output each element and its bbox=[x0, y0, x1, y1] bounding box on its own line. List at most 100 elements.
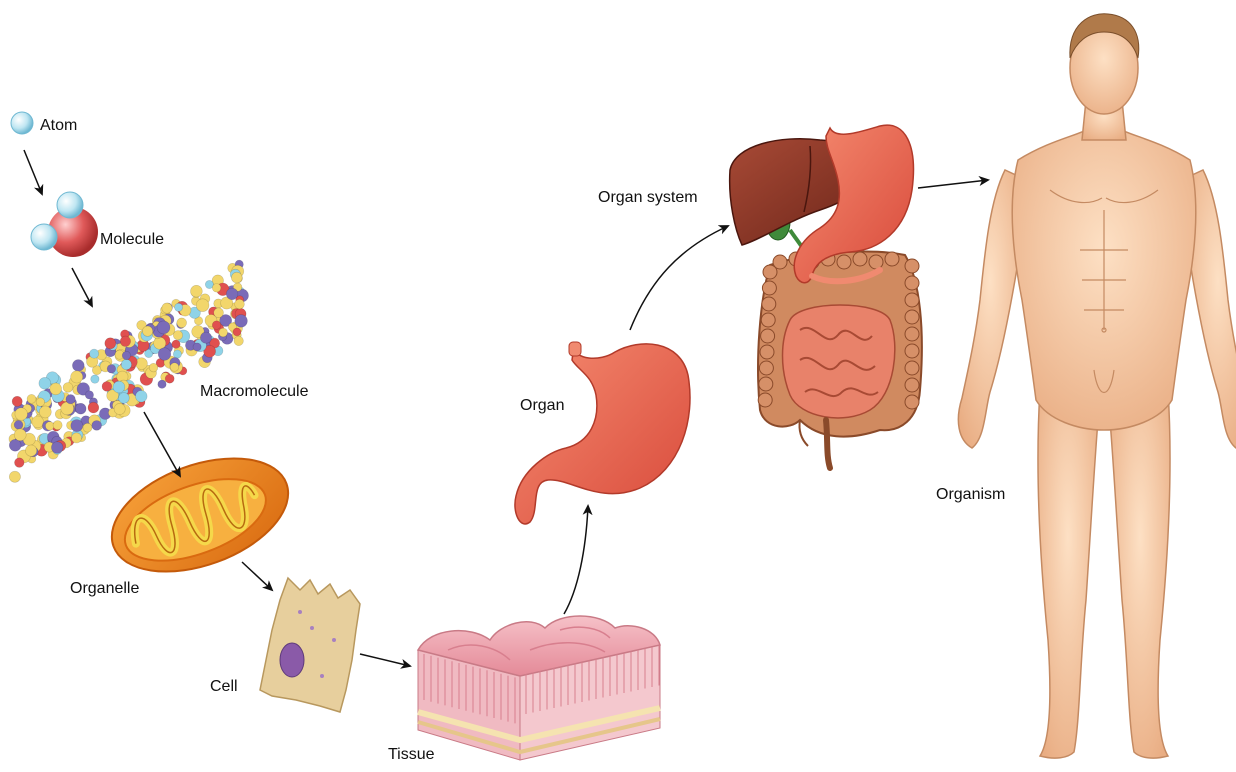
stomach-illustration bbox=[515, 342, 690, 524]
label-organ-system: Organ system bbox=[598, 190, 698, 206]
macromolecule-bead bbox=[27, 394, 36, 403]
macromolecule-bead bbox=[136, 358, 148, 370]
macromolecule-bead bbox=[90, 349, 99, 358]
arrow-organ-to-organ-system bbox=[630, 226, 728, 330]
macromolecule-bead bbox=[9, 471, 20, 482]
macromolecule-bead bbox=[165, 374, 174, 383]
intestine-haustrum bbox=[869, 255, 883, 269]
macromolecule-bead bbox=[200, 332, 211, 343]
macromolecule-bead bbox=[219, 328, 228, 337]
macromolecule-bead bbox=[25, 445, 36, 456]
intestine-haustrum bbox=[758, 393, 772, 407]
macromolecule-bead bbox=[45, 422, 54, 431]
arrow-molecule-to-macromolecule bbox=[72, 268, 92, 306]
macromolecule-bead bbox=[71, 420, 83, 432]
macromolecule-bead bbox=[51, 442, 63, 454]
intestine-haustrum bbox=[905, 310, 919, 324]
macromolecule-bead bbox=[36, 398, 45, 407]
macromolecule-bead bbox=[234, 336, 243, 345]
macromolecule-bead bbox=[212, 284, 221, 293]
macromolecule-bead bbox=[226, 288, 238, 300]
intestine-haustrum bbox=[762, 281, 776, 295]
macromolecule-bead bbox=[14, 429, 26, 441]
macromolecule-bead bbox=[71, 371, 83, 383]
macromolecule-bead bbox=[121, 359, 131, 369]
intestine-haustrum bbox=[905, 361, 919, 375]
macromolecule-bead bbox=[53, 421, 62, 430]
macromolecule-bead bbox=[158, 348, 171, 361]
cell-illustration bbox=[260, 578, 360, 712]
molecule-illustration bbox=[31, 192, 98, 257]
intestine-haustrum bbox=[759, 377, 773, 391]
macromolecule-bead bbox=[107, 365, 116, 374]
macromolecule-bead bbox=[231, 272, 242, 283]
macromolecule-bead bbox=[136, 391, 148, 403]
macromolecule-bead bbox=[142, 326, 152, 336]
macromolecule-bead bbox=[191, 285, 203, 297]
macromolecule-bead bbox=[149, 363, 158, 372]
macromolecule-bead bbox=[173, 350, 181, 358]
label-tissue: Tissue bbox=[388, 747, 435, 763]
tissue-illustration bbox=[418, 616, 660, 760]
macromolecule-bead bbox=[50, 383, 62, 395]
intestine-haustrum bbox=[761, 313, 775, 327]
macromolecule-bead bbox=[113, 381, 125, 393]
intestine-haustrum bbox=[905, 378, 919, 392]
macromolecule-bead bbox=[14, 420, 23, 429]
atom-illustration bbox=[11, 112, 33, 134]
intestine-haustrum bbox=[759, 361, 773, 375]
intestine-haustrum bbox=[760, 345, 774, 359]
macromolecule-illustration bbox=[9, 260, 249, 482]
intestine-haustrum bbox=[905, 276, 919, 290]
label-macromolecule: Macromolecule bbox=[200, 384, 308, 400]
macromolecule-bead bbox=[72, 360, 84, 372]
macromolecule-bead bbox=[12, 396, 22, 406]
arrow-organ-system-to-organism bbox=[918, 180, 988, 188]
label-organism: Organism bbox=[936, 487, 1005, 503]
arrow-macromolecule-to-organelle bbox=[144, 412, 180, 476]
intestine-haustrum bbox=[885, 252, 899, 266]
macromolecule-bead bbox=[177, 318, 187, 328]
macromolecule-bead bbox=[157, 321, 170, 334]
arrow-atom-to-molecule bbox=[24, 150, 42, 194]
intestine-haustrum bbox=[853, 252, 867, 266]
macromolecule-bead bbox=[9, 439, 21, 451]
macromolecule-bead bbox=[196, 299, 209, 312]
macromolecule-bead bbox=[158, 380, 166, 388]
arrow-cell-to-tissue bbox=[360, 654, 410, 666]
macromolecule-bead bbox=[162, 303, 172, 313]
arrow-tissue-to-organ bbox=[564, 506, 588, 614]
label-molecule: Molecule bbox=[100, 232, 164, 248]
macromolecule-bead bbox=[235, 299, 245, 309]
macromolecule-bead bbox=[91, 375, 99, 383]
macromolecule-bead bbox=[88, 402, 99, 413]
macromolecule-bead bbox=[122, 351, 130, 359]
macromolecule-bead bbox=[193, 343, 201, 351]
macromolecule-bead bbox=[170, 363, 179, 372]
macromolecule-bead bbox=[71, 433, 81, 443]
macromolecule-bead bbox=[212, 321, 221, 330]
human-body-illustration bbox=[958, 22, 1236, 758]
macromolecule-bead bbox=[214, 308, 224, 318]
macromolecule-bead bbox=[173, 331, 182, 340]
intestine-haustrum bbox=[905, 293, 919, 307]
macromolecule-bead bbox=[66, 395, 75, 404]
macromolecule-bead bbox=[119, 393, 130, 404]
macromolecule-bead bbox=[102, 382, 112, 392]
macromolecule-bead bbox=[39, 406, 51, 418]
macromolecule-bead bbox=[15, 408, 28, 421]
intestine-haustrum bbox=[905, 395, 919, 409]
macromolecule-bead bbox=[83, 423, 92, 432]
macromolecule-bead bbox=[233, 328, 241, 336]
intestine-haustrum bbox=[773, 255, 787, 269]
macromolecule-bead bbox=[235, 315, 248, 328]
macromolecule-bead bbox=[114, 403, 125, 414]
digestive-system-illustration bbox=[730, 125, 922, 468]
macromolecule-bead bbox=[32, 416, 44, 428]
arrow-organelle-to-cell bbox=[242, 562, 272, 590]
macromolecule-bead bbox=[105, 338, 116, 349]
macromolecule-bead bbox=[14, 458, 24, 468]
macromolecule-bead bbox=[120, 336, 130, 346]
